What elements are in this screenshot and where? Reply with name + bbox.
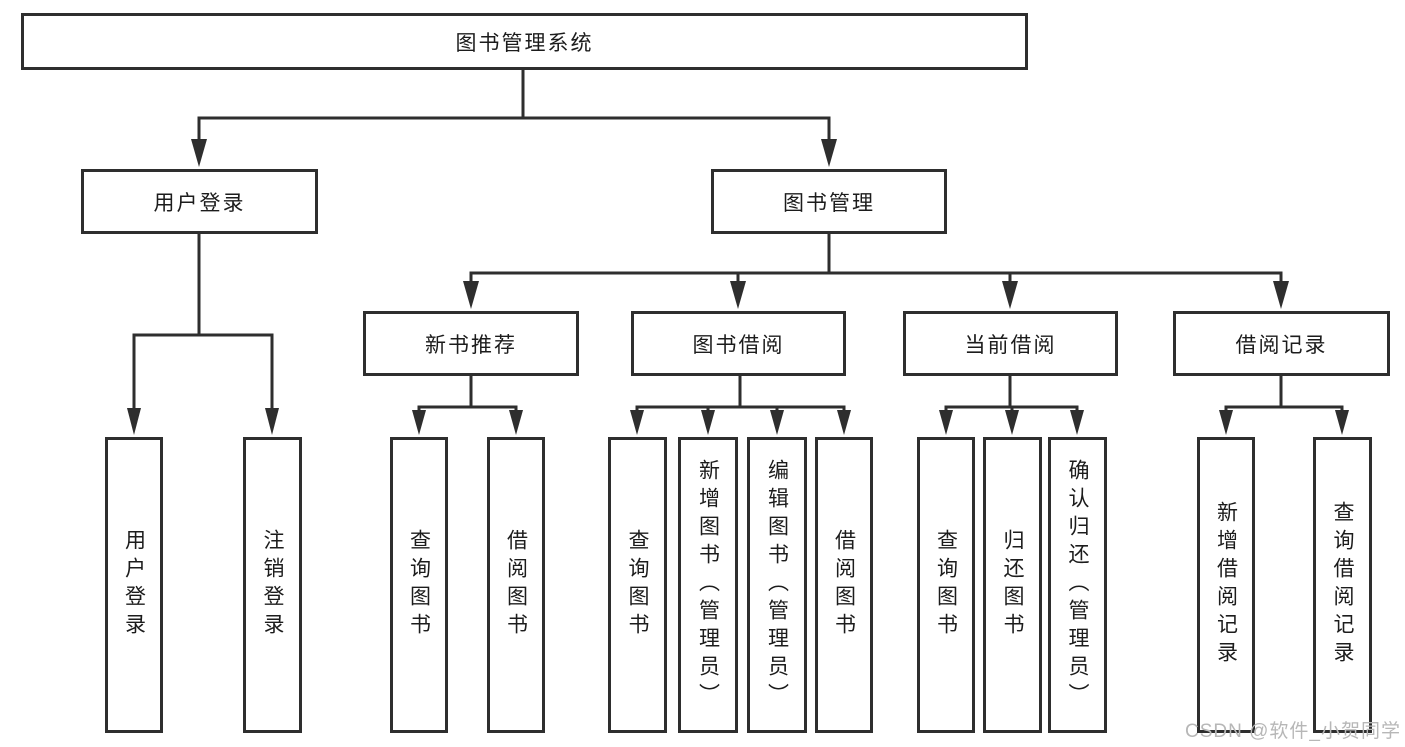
node-label: 图书管理 xyxy=(783,191,875,215)
node-return-book: 归还图书 xyxy=(983,437,1042,733)
node-label: 查询图书 xyxy=(407,529,431,641)
node-label: 查询图书 xyxy=(626,529,649,641)
connector-root-to-level2 xyxy=(191,68,837,167)
node-confirm-return-admin: 确认归还（管理员） xyxy=(1048,437,1107,733)
node-label: 归还图书 xyxy=(1001,529,1024,641)
node-label: 借阅图书 xyxy=(504,529,528,641)
node-label: 确认归还（管理员） xyxy=(1066,459,1089,711)
node-label: 图书管理系统 xyxy=(455,31,594,55)
node-label: 新增借阅记录 xyxy=(1214,501,1238,669)
csdn-watermark: CSDN @软件_小贺同学 xyxy=(1185,721,1401,742)
node-query-book-newbook: 查询图书 xyxy=(390,437,448,733)
connector-book-borrow-to-leaves xyxy=(630,374,851,435)
node-logout: 注销登录 xyxy=(243,437,302,733)
node-label: 借阅记录 xyxy=(1235,333,1328,357)
node-label: 编辑图书（管理员） xyxy=(765,459,789,711)
node-current-borrow: 当前借阅 xyxy=(903,311,1118,376)
node-add-borrow-record: 新增借阅记录 xyxy=(1197,437,1255,733)
node-query-book-borrow: 查询图书 xyxy=(608,437,667,733)
connector-user-login-to-leaves xyxy=(127,232,279,435)
node-user-login-leaf: 用户登录 xyxy=(105,437,163,733)
node-book-borrow: 图书借阅 xyxy=(631,311,846,376)
node-edit-book-admin: 编辑图书（管理员） xyxy=(747,437,807,733)
node-label: 用户登录 xyxy=(153,191,246,215)
node-label: 当前借阅 xyxy=(964,333,1057,357)
node-label: 注销登录 xyxy=(261,529,284,641)
connector-book-mgmt-to-level3 xyxy=(463,232,1289,309)
node-borrow-record: 借阅记录 xyxy=(1173,311,1390,376)
node-label: 新书推荐 xyxy=(425,333,517,357)
node-query-book-current: 查询图书 xyxy=(917,437,975,733)
connector-new-book-to-leaves xyxy=(412,374,523,435)
node-user-login: 用户登录 xyxy=(81,169,318,234)
node-borrow-book-leaf: 借阅图书 xyxy=(815,437,873,733)
node-library-management-system: 图书管理系统 xyxy=(21,13,1028,70)
node-query-borrow-record: 查询借阅记录 xyxy=(1313,437,1372,733)
connector-borrow-record-to-leaves xyxy=(1219,374,1349,435)
node-label: 查询图书 xyxy=(934,529,958,641)
node-book-management: 图书管理 xyxy=(711,169,947,234)
node-label: 图书借阅 xyxy=(692,333,785,357)
node-new-book-recommend: 新书推荐 xyxy=(363,311,579,376)
node-label: 新增图书（管理员） xyxy=(696,459,720,711)
node-add-book-admin: 新增图书（管理员） xyxy=(678,437,738,733)
node-borrow-book-newbook: 借阅图书 xyxy=(487,437,545,733)
node-label: 查询借阅记录 xyxy=(1331,501,1354,669)
node-label: 借阅图书 xyxy=(832,529,856,641)
connector-current-borrow-to-leaves xyxy=(939,374,1084,435)
node-label: 用户登录 xyxy=(122,529,146,641)
